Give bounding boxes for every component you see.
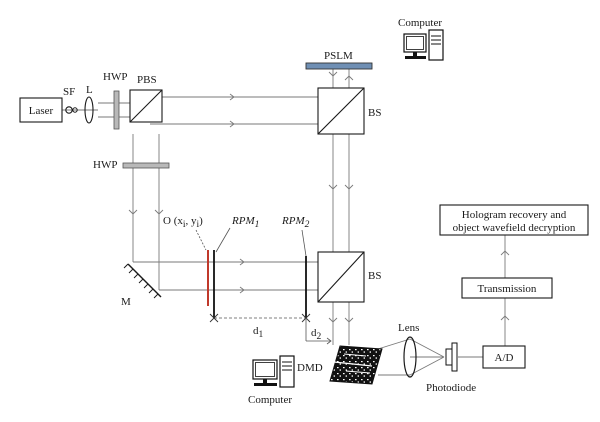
beam-paths bbox=[62, 68, 506, 376]
half-wave-plate-top bbox=[113, 90, 120, 130]
beam-splitter-bottom bbox=[317, 251, 365, 303]
computer-bottom-label: Computer bbox=[248, 394, 292, 406]
transmission-label: Transmission bbox=[478, 283, 537, 295]
object-label: O (xi, yi) bbox=[163, 215, 203, 230]
d2-dimension bbox=[305, 318, 332, 345]
computer-bottom-icon bbox=[252, 355, 295, 388]
laser-box bbox=[19, 97, 63, 123]
d1-label: d1 bbox=[253, 325, 264, 340]
spatial-filter-icon bbox=[65, 106, 78, 114]
mirror-icon bbox=[123, 263, 162, 299]
ad-label: A/D bbox=[495, 352, 514, 364]
collimating-lens-icon bbox=[84, 96, 94, 124]
d1-dimension bbox=[209, 313, 311, 323]
pbs-label: PBS bbox=[137, 74, 157, 86]
pslm-device bbox=[305, 62, 373, 70]
focusing-lens-icon bbox=[403, 336, 417, 378]
transmission-box bbox=[461, 277, 553, 299]
photodiode-label: Photodiode bbox=[426, 382, 476, 394]
laser-label: Laser bbox=[29, 105, 54, 117]
rpm2-label: RPM2 bbox=[281, 215, 310, 230]
photodiode-icon bbox=[445, 342, 458, 372]
hwp-top-label: HWP bbox=[103, 71, 127, 83]
mirror-label: M bbox=[121, 296, 131, 308]
l-label: L bbox=[86, 84, 93, 96]
pslm-label: PSLM bbox=[324, 50, 353, 62]
beam-direction-arrows bbox=[128, 71, 510, 323]
rpm1-label: RPM1 bbox=[231, 215, 259, 230]
computer-top-label: Computer bbox=[398, 17, 442, 29]
hologram-line1-label: Hologram recovery and bbox=[462, 209, 567, 221]
bs-top-label: BS bbox=[368, 107, 381, 119]
bs-bottom-label: BS bbox=[368, 270, 381, 282]
object-leader-line bbox=[195, 229, 207, 251]
d2-label: d2 bbox=[311, 327, 322, 342]
hologram-line2-label: object wavefield decryption bbox=[453, 222, 576, 234]
beam-splitter-top bbox=[317, 87, 365, 135]
rpm2-leader-line bbox=[301, 229, 307, 257]
dmd-device bbox=[329, 345, 383, 385]
computer-top-icon bbox=[403, 29, 444, 61]
polarizing-beam-splitter bbox=[129, 89, 163, 123]
hwp-mid-label: HWP bbox=[93, 159, 117, 171]
rpm1-leader-line bbox=[215, 227, 231, 253]
lens-label: Lens bbox=[398, 322, 419, 334]
sf-label: SF bbox=[63, 86, 75, 98]
hologram-recovery-box bbox=[439, 204, 589, 236]
half-wave-plate-mid bbox=[122, 162, 170, 169]
dmd-label: DMD bbox=[297, 362, 323, 374]
ad-converter-box bbox=[482, 345, 526, 369]
